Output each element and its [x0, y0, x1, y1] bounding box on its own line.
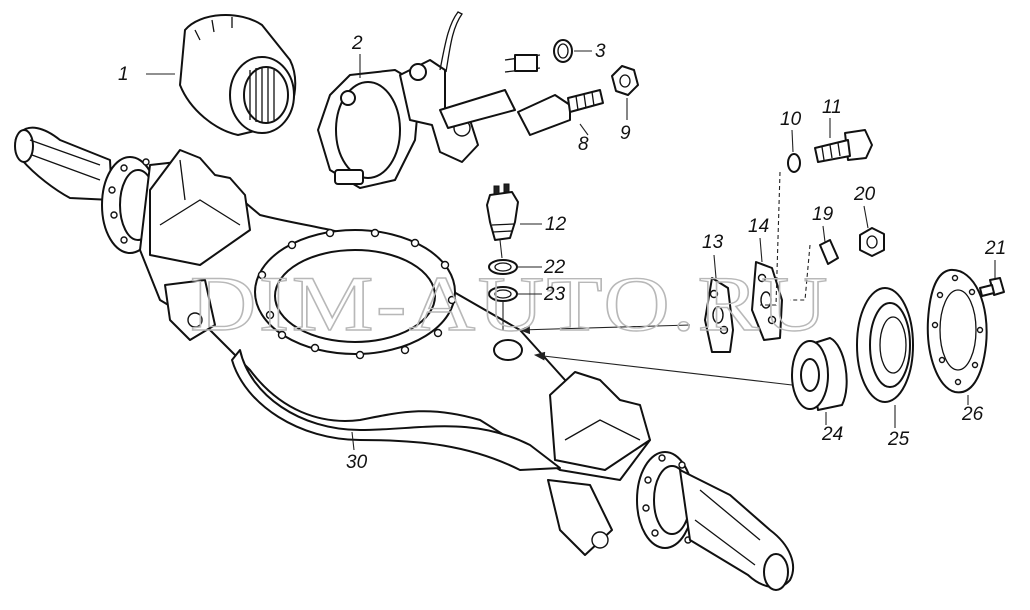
- gasket-12: [704, 277, 734, 353]
- callout-26: 19: [812, 204, 834, 225]
- callout-22: 9: [620, 123, 631, 144]
- nut-22: [611, 65, 639, 96]
- cover-11: [751, 261, 783, 341]
- callout-9: 24: [821, 424, 843, 445]
- screw-19: [979, 277, 1005, 297]
- sensor-30: [486, 183, 519, 241]
- bolt-20: [814, 129, 873, 163]
- callout-12: 13: [702, 232, 724, 253]
- seal-14: [856, 287, 914, 403]
- callout-30: 12: [545, 214, 567, 235]
- callout-23: 23: [543, 284, 566, 305]
- bushing-9: [791, 337, 848, 411]
- callout-2: 2: [351, 33, 363, 54]
- callout-20: 11: [822, 97, 842, 118]
- callout-1: 30: [346, 452, 368, 473]
- callout-11: 14: [748, 216, 769, 237]
- lock-plate-26: [819, 239, 839, 265]
- bearing-cage: [179, 14, 297, 136]
- callout-10: 8: [578, 134, 589, 155]
- watermark: DIM-AUTO.RU: [190, 260, 830, 347]
- callout-19: 21: [984, 238, 1006, 259]
- callout-21: 20: [853, 184, 876, 205]
- callout-24: 22: [543, 257, 566, 278]
- nut-21: [859, 227, 885, 257]
- flange-plate-3: [926, 268, 988, 394]
- washer-25: [787, 153, 801, 173]
- callout-3: 26: [961, 404, 984, 425]
- fork-bracket: [317, 11, 541, 189]
- ring-24: [488, 259, 518, 275]
- callout-14: 25: [887, 429, 910, 450]
- callout-8: 3: [595, 41, 606, 62]
- callout-13: 1: [118, 64, 129, 85]
- callouts: 1 2 3 8 9 10 11 12 13 14 19 20 21 22 23 …: [118, 33, 1006, 473]
- stud-10: [517, 89, 604, 136]
- axle-housing: [14, 126, 795, 591]
- washer-8: [553, 39, 573, 63]
- callout-25: 10: [780, 109, 802, 130]
